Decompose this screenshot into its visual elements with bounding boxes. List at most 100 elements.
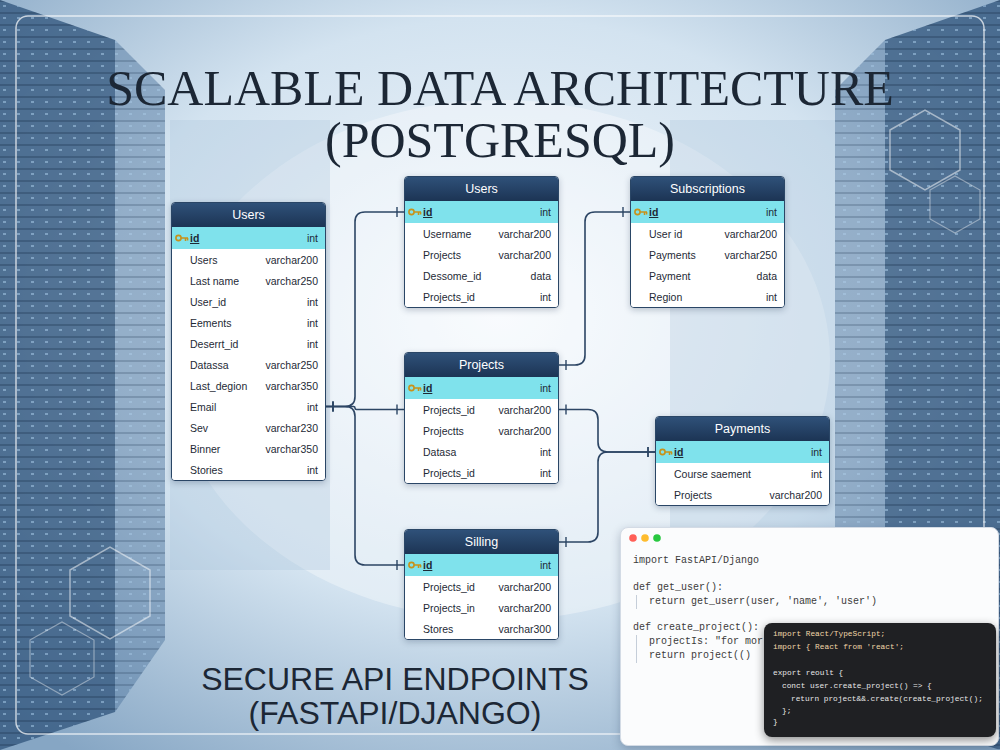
cardinality-tick — [332, 402, 333, 412]
column-name: Region — [631, 291, 682, 303]
code-line: import FastAPI/Django — [633, 555, 759, 567]
column-type: int — [534, 382, 558, 394]
column-type: varchar350 — [259, 443, 325, 455]
cardinality-tick — [396, 207, 397, 217]
table-row: User_id int — [172, 291, 325, 312]
cardinality-tick — [396, 405, 397, 415]
key-icon-ring — [176, 235, 181, 240]
indent-guide — [636, 595, 637, 609]
window-dot-yellow — [641, 534, 649, 542]
column-type: int — [301, 232, 325, 244]
column-type: varchar200 — [492, 581, 558, 593]
table-row: Sev varchar230 — [172, 417, 325, 438]
key-icon-shaft — [665, 452, 672, 455]
connector — [326, 407, 404, 566]
key-icon-shaft — [181, 238, 188, 241]
diagram-title: SCALABLE DATA ARCHITECTURE (POSTGRESQL) — [80, 62, 920, 166]
table-row: Projects_in varchar200 — [405, 597, 558, 618]
table-row: Usernamevarchar200 — [405, 223, 558, 244]
table-header: Projects — [405, 353, 558, 377]
key-icon-shaft — [414, 565, 421, 568]
column-type: varchar250 — [718, 249, 784, 261]
key-icon — [408, 207, 422, 217]
key-icon-ring — [660, 449, 665, 454]
column-name: Datassa — [172, 359, 229, 371]
cardinality-tick — [565, 360, 566, 370]
column-name: User_id — [172, 296, 226, 308]
column-type: int — [301, 401, 325, 413]
key-icon — [659, 447, 673, 457]
connector — [559, 410, 655, 453]
table-row: Projects_idint — [405, 286, 558, 307]
table-row: Projecttsvarchar200 — [405, 420, 558, 441]
column-type: int — [534, 559, 558, 571]
cardinality-tick — [565, 537, 566, 547]
cardinality-tick — [622, 207, 623, 217]
key-column-name: id — [631, 206, 658, 218]
column-name: Last name — [172, 275, 239, 287]
table-row: Projects_idvarchar200 — [405, 399, 558, 420]
column-type: int — [534, 467, 558, 479]
column-name: Payments — [631, 249, 696, 261]
column-type: int — [805, 468, 829, 480]
column-type: varchar350 — [259, 380, 325, 392]
code-line: def create_project(): — [633, 622, 759, 634]
column-name: Projects_id — [405, 404, 475, 416]
table-box: UsersidintUsernamevarchar200Projectsvarc… — [404, 176, 559, 308]
column-type: varchar230 — [259, 422, 325, 434]
column-name: Binner — [172, 443, 220, 455]
primary-key-row: idint — [405, 377, 558, 399]
column-type: int — [301, 464, 325, 476]
hexagon-decoration — [30, 622, 94, 695]
server-rack-slots — [115, 40, 165, 712]
key-icon-shaft — [414, 212, 421, 215]
column-type: varchar200 — [492, 425, 558, 437]
table-row: Dessome_id data — [405, 265, 558, 286]
column-name: Eements — [172, 317, 231, 329]
column-type: varchar200 — [718, 228, 784, 240]
connector — [559, 212, 630, 365]
column-name: Projects_id — [405, 581, 475, 593]
column-type: varchar200 — [492, 228, 558, 240]
column-name: Sev — [172, 422, 208, 434]
back-server-rack — [170, 120, 330, 570]
table-header: Payments — [656, 417, 829, 441]
column-name: Dessome_id — [405, 270, 481, 282]
code-line: return project(() — [649, 650, 751, 662]
table-row: Deserrt_idint — [172, 333, 325, 354]
column-type: int — [301, 317, 325, 329]
cardinality-tick — [647, 447, 648, 457]
column-name: Last_degion — [172, 380, 247, 392]
cardinality-tick — [332, 402, 333, 412]
key-icon-ring — [409, 385, 414, 390]
column-type: int — [805, 446, 829, 458]
code-line: import { React from 'react'; — [773, 642, 904, 653]
column-name: Projects — [405, 249, 461, 261]
column-type: int — [760, 206, 784, 218]
column-type: int — [760, 291, 784, 303]
column-type: data — [525, 270, 558, 282]
table-row: Datasaint — [405, 441, 558, 462]
table-row: User idvarchar200 — [631, 223, 784, 244]
table-row: Emailint — [172, 396, 325, 417]
table-row: Storiesint — [172, 459, 325, 480]
hexagon-decoration — [930, 176, 980, 233]
key-icon — [408, 560, 422, 570]
column-name: Payment — [631, 270, 690, 282]
connector — [326, 212, 404, 407]
column-name: Deserrt_id — [172, 338, 238, 350]
table-box: SubscriptionsidintUser idvarchar200Payme… — [630, 176, 785, 308]
table-row: Datassavarchar250 — [172, 354, 325, 375]
key-icon — [175, 233, 189, 243]
table-header: Silling — [405, 530, 558, 554]
table-row: Last namevarchar250 — [172, 270, 325, 291]
code-line: }; — [782, 706, 791, 717]
column-type: varchar200 — [492, 602, 558, 614]
key-icon-shaft — [414, 388, 421, 391]
key-column-name: id — [405, 206, 432, 218]
code-line: def get_user(): — [633, 582, 723, 594]
column-name: Projects_in — [405, 602, 475, 614]
column-type: int — [301, 296, 325, 308]
table-row: Payments varchar250 — [631, 244, 784, 265]
